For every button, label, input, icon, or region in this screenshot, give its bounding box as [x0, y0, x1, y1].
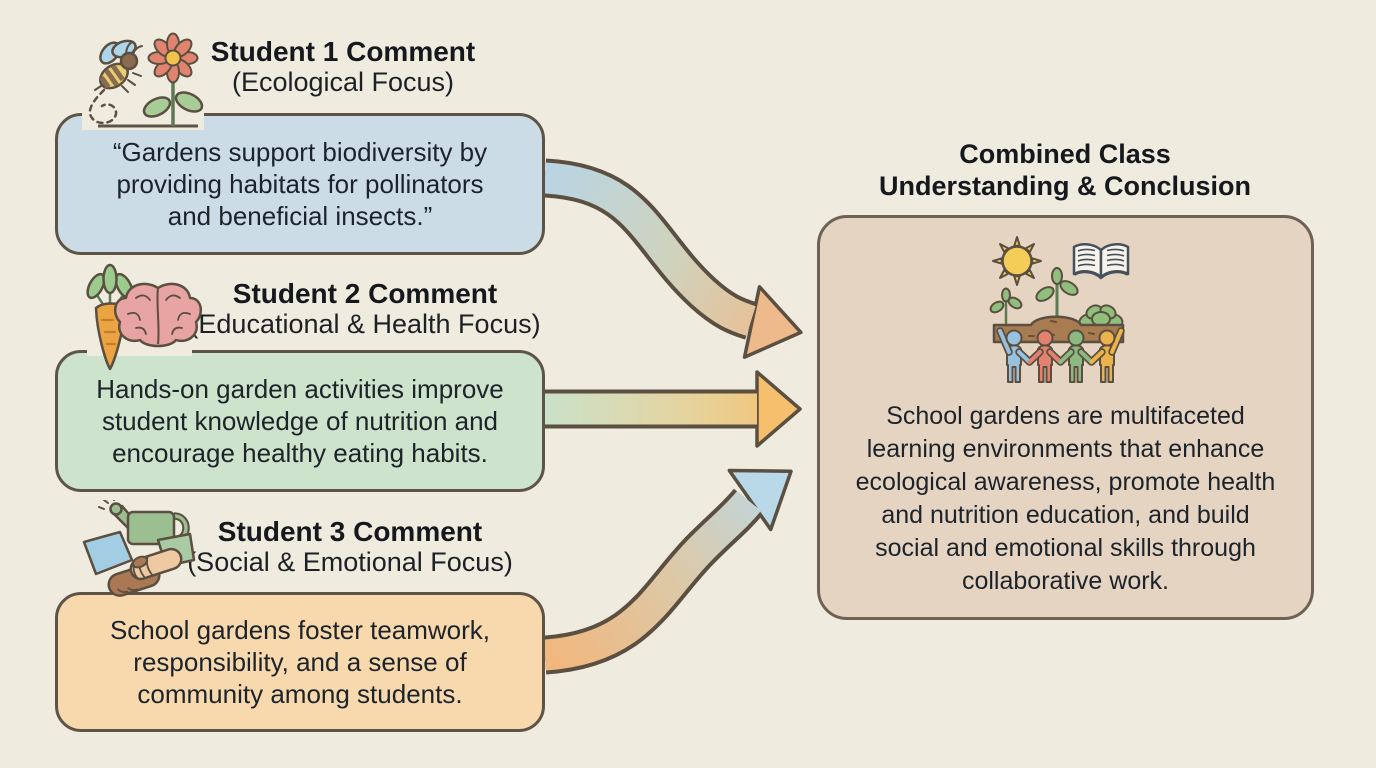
brain-icon — [113, 282, 203, 348]
student-1-title: Student 1 Comment — [210, 36, 476, 67]
student-3-subtitle: (Social & Emotional Focus) — [187, 547, 513, 577]
handshake-icon — [82, 530, 196, 597]
flow-arrows — [545, 158, 803, 675]
student-2-quote: Hands-on garden activities improve stude… — [96, 374, 504, 468]
student-3-title: Student 3 Comment — [217, 516, 483, 547]
bee-trail — [88, 88, 118, 125]
flower-icon — [142, 32, 204, 126]
student-3-icons — [82, 500, 196, 597]
arrow-student-3-to-conclusion — [545, 468, 793, 675]
arrow-student-2-to-conclusion — [545, 370, 802, 448]
student-1-subtitle: (Ecological Focus) — [231, 67, 455, 97]
student-1-heading: Student 1 Comment (Ecological Focus) — [143, 36, 543, 98]
sun-icon — [991, 236, 1042, 286]
conclusion-illustration — [989, 236, 1129, 383]
conclusion-text: School gardens are multifaceted learning… — [855, 402, 1276, 595]
student-2-subtitle: (Educational & Health Focus) — [189, 309, 541, 339]
watering-can-icon — [98, 500, 190, 546]
student-2-heading: Student 2 Comment (Educational & Health … — [165, 278, 565, 340]
student-2-icons — [86, 263, 203, 371]
student-3-quote-box: School gardens foster teamwork, responsi… — [55, 592, 545, 732]
student-3-quote: School gardens foster teamwork, responsi… — [109, 615, 491, 709]
student-1-quote-box: “Gardens support biodiversity by providi… — [55, 113, 545, 255]
student-2-quote-box: Hands-on garden activities improve stude… — [55, 350, 545, 492]
student-1-icons — [82, 32, 204, 130]
conclusion-box: School gardens are multifaceted learning… — [817, 215, 1314, 620]
student-2-title: Student 2 Comment — [232, 278, 498, 309]
student-3-heading: Student 3 Comment (Social & Emotional Fo… — [150, 516, 550, 578]
conclusion-title: Combined Class Understanding & Conclusio… — [878, 139, 1251, 201]
open-book-icon — [1072, 243, 1129, 280]
children-holding-hands-icon — [995, 327, 1125, 383]
arrow-student-1-to-conclusion — [545, 158, 803, 359]
garden-plants-icon — [989, 267, 1123, 329]
student-1-quote: “Gardens support biodiversity by providi… — [112, 137, 488, 231]
bee-icon — [88, 39, 143, 125]
